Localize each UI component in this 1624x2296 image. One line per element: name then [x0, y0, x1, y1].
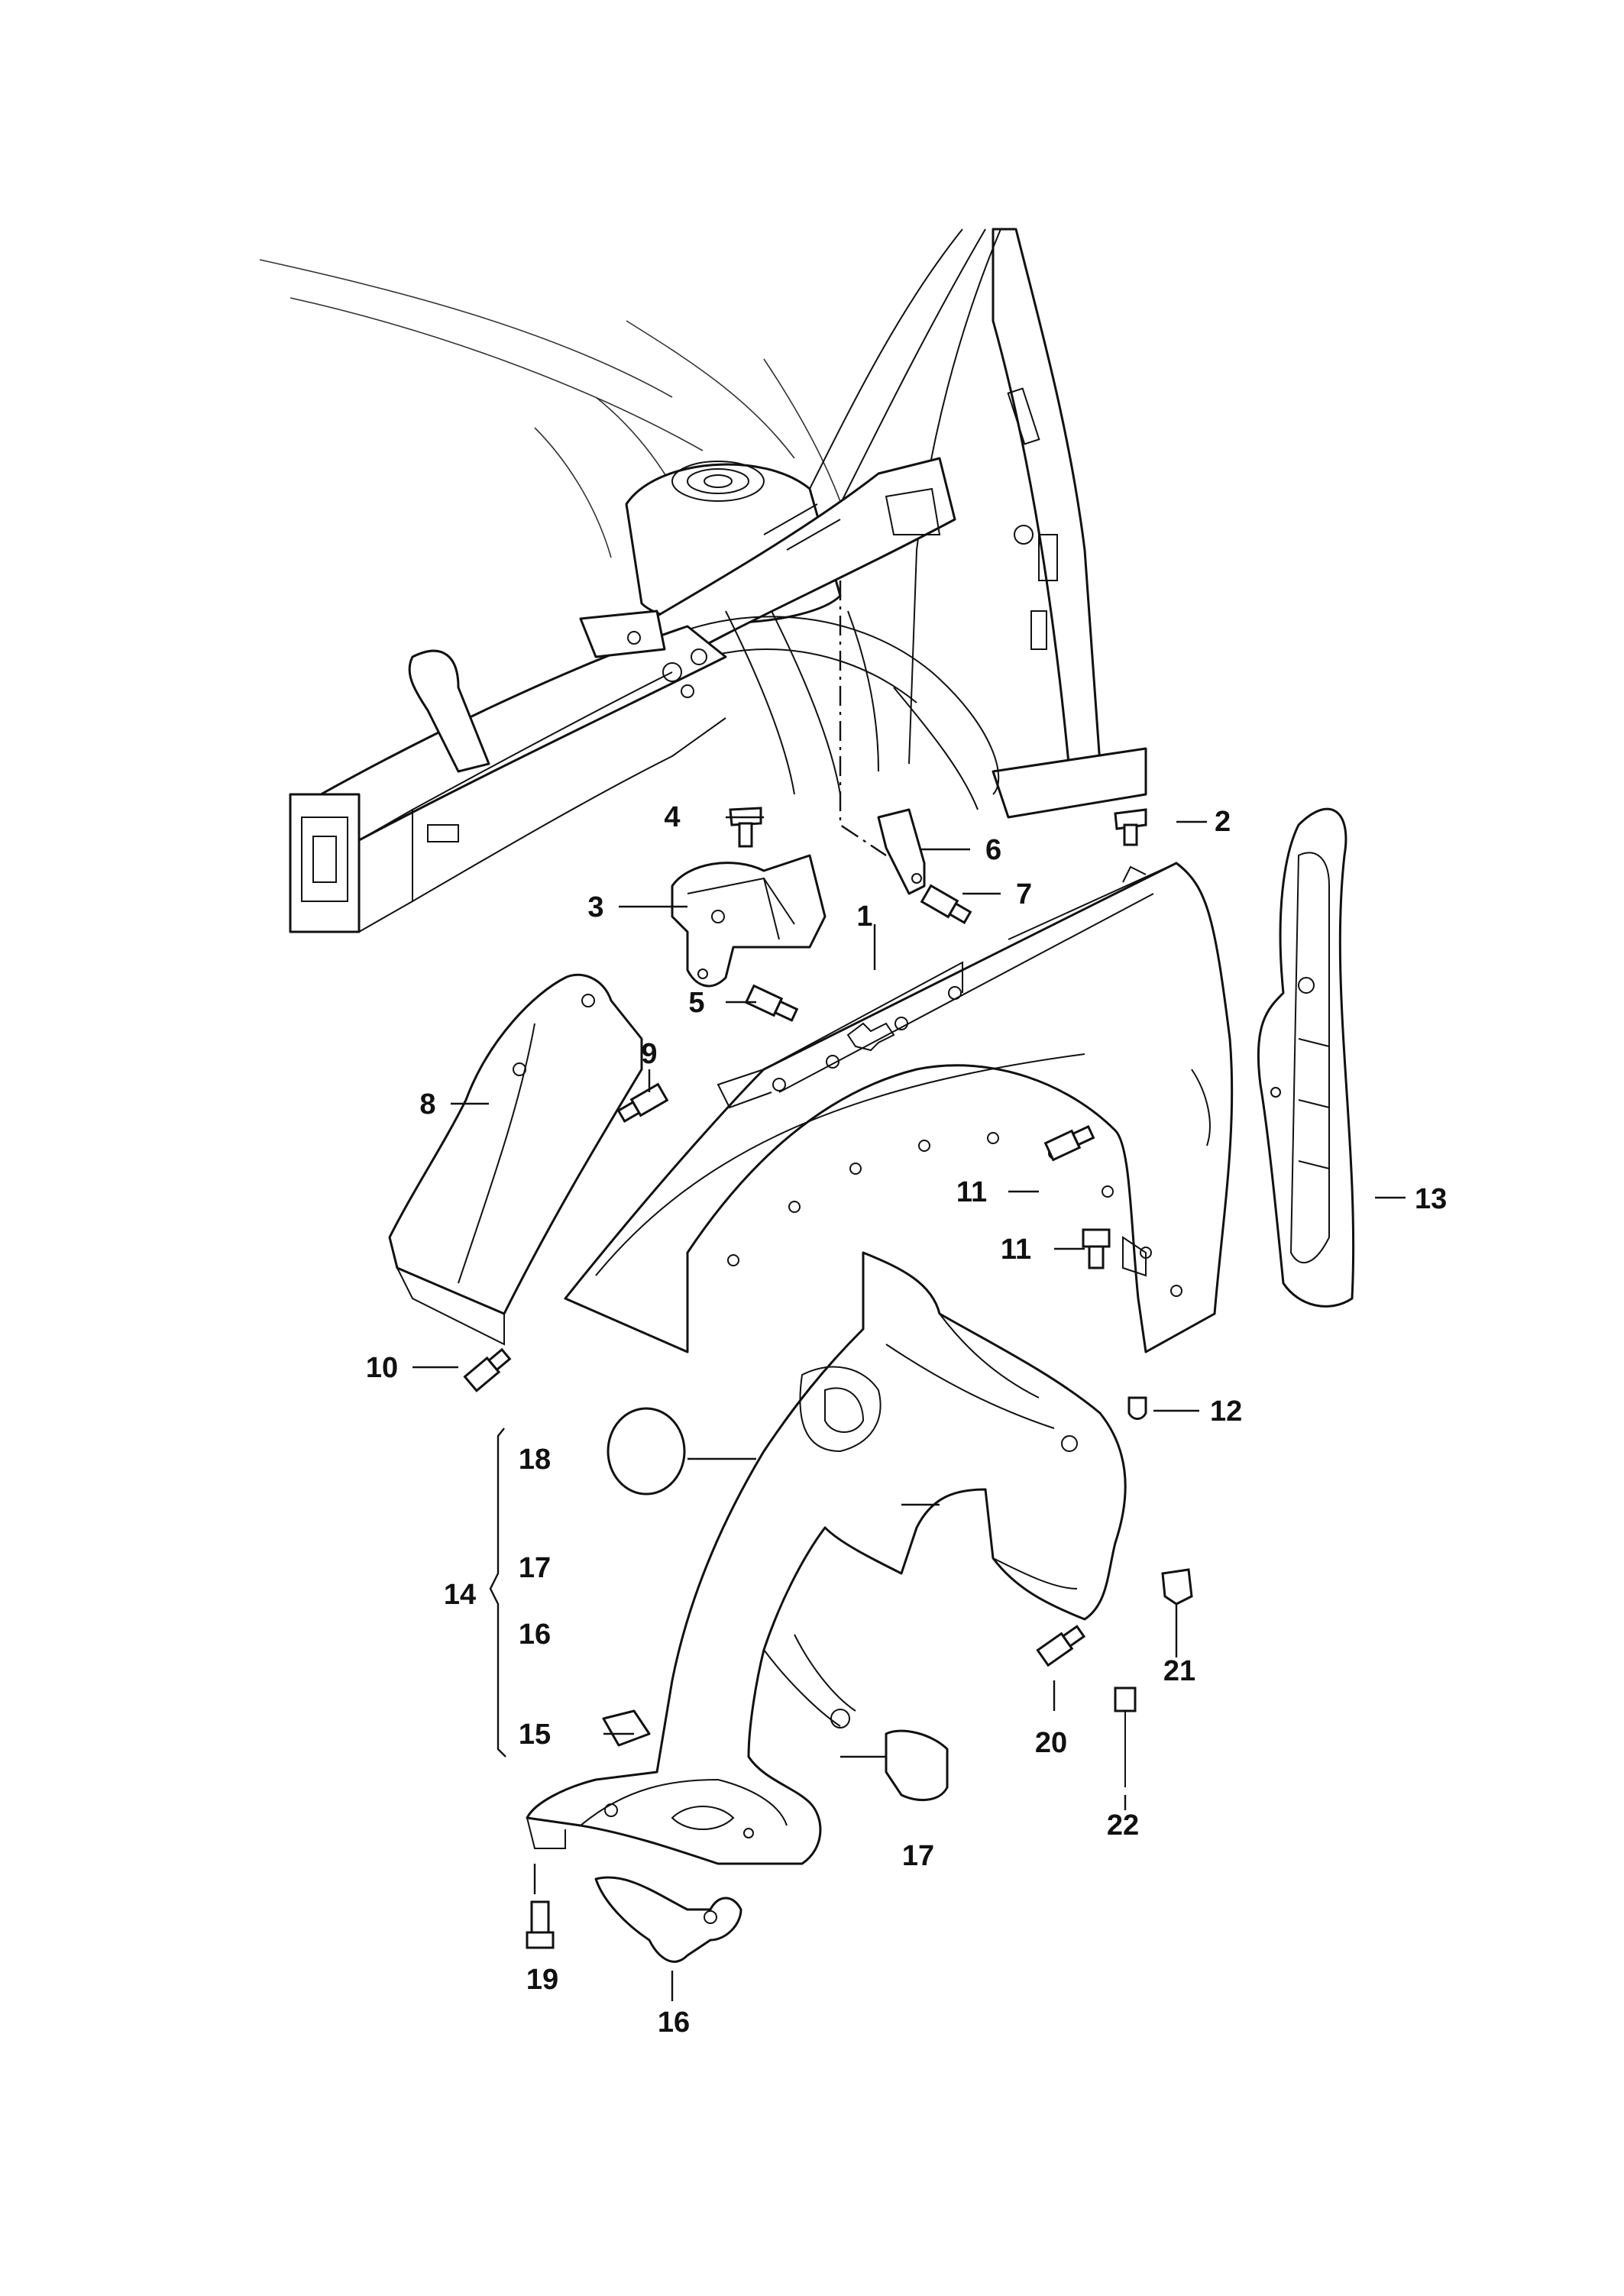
callout-10: 10 [366, 1352, 398, 1384]
extension-16 [594, 1876, 742, 1963]
bracket-8 [388, 973, 643, 1346]
callout-17-group: 17 [519, 1552, 551, 1584]
callout-15: 15 [519, 1719, 551, 1751]
callout-11-lower: 11 [1001, 1234, 1031, 1266]
clip-15 [602, 1709, 651, 1747]
callout-19: 19 [526, 1964, 558, 1996]
fender [564, 862, 1234, 1353]
alignment-line [839, 580, 887, 856]
inner-fender-liner [526, 1251, 1127, 1865]
callout-11-upper: 11 [956, 1176, 987, 1208]
callout-1: 1 [856, 901, 872, 933]
fasteners [463, 807, 1193, 1949]
body-structure [259, 228, 1147, 933]
leader-lines [412, 816, 1406, 2001]
patch-17 [885, 1729, 949, 1802]
callout-18: 18 [519, 1444, 551, 1476]
callout-13: 13 [1415, 1183, 1447, 1215]
callout-16-group: 16 [519, 1619, 551, 1651]
callout-3: 3 [587, 891, 603, 923]
callout-7: 7 [1016, 878, 1032, 910]
callout-2: 2 [1215, 806, 1231, 838]
seal-18 [607, 1407, 686, 1496]
callout-20: 20 [1035, 1727, 1067, 1759]
callout-5: 5 [688, 987, 704, 1019]
callout-16-part: 16 [658, 2007, 690, 2039]
callout-22: 22 [1107, 1809, 1139, 1842]
callout-12: 12 [1210, 1395, 1242, 1428]
callout-8: 8 [419, 1088, 435, 1121]
callout-6: 6 [985, 834, 1001, 866]
callout-4: 4 [664, 801, 680, 833]
callout-labels: 1 2 3 4 5 6 7 8 9 10 11 11 12 13 14 15 1… [366, 801, 1447, 2039]
bracket-6 [877, 808, 926, 895]
callout-9: 9 [641, 1038, 657, 1070]
callout-14: 14 [444, 1579, 476, 1611]
callout-17-part: 17 [902, 1840, 934, 1872]
callout-21: 21 [1163, 1655, 1195, 1687]
fender-shield [1257, 807, 1355, 1308]
bracket-3 [671, 854, 827, 988]
